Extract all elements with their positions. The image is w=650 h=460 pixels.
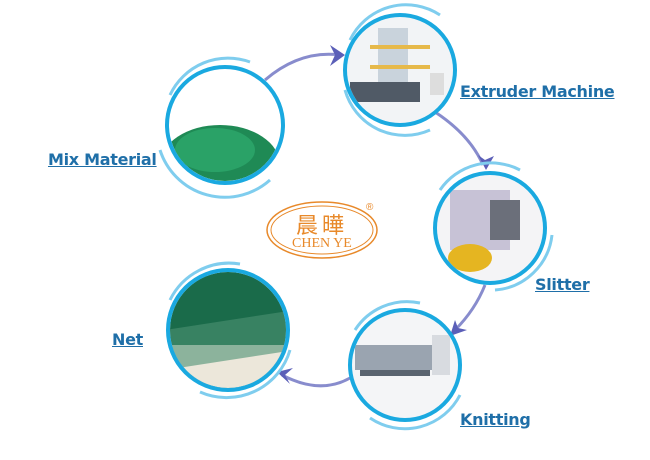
arrow-extruder-to-slitter: [434, 110, 485, 166]
label-mix-material[interactable]: Mix Material: [48, 150, 157, 169]
logo-chinese: 晨曄: [296, 214, 349, 239]
logo-english: CHEN YE: [292, 236, 352, 251]
extruder-machine-photo: [347, 17, 453, 123]
arrow-knitting-to-net: [281, 373, 351, 388]
label-net[interactable]: Net: [112, 330, 143, 349]
label-knitting[interactable]: Knitting: [460, 410, 531, 429]
mix-material-photo: [169, 69, 281, 181]
label-extruder-machine[interactable]: Extruder Machine: [460, 82, 615, 101]
slitter-photo: [437, 175, 543, 281]
label-slitter[interactable]: Slitter: [535, 275, 590, 294]
arrow-slitter-to-knitting: [453, 284, 487, 332]
net-photo: [170, 272, 286, 388]
rings: [158, 3, 554, 431]
chen-ye-logo: [266, 201, 378, 259]
flow-arrows: [264, 52, 487, 388]
knitting-machine-photo: [352, 312, 458, 418]
arrow-mix-to-extruder: [264, 52, 341, 82]
registered-mark: ®: [366, 202, 374, 213]
